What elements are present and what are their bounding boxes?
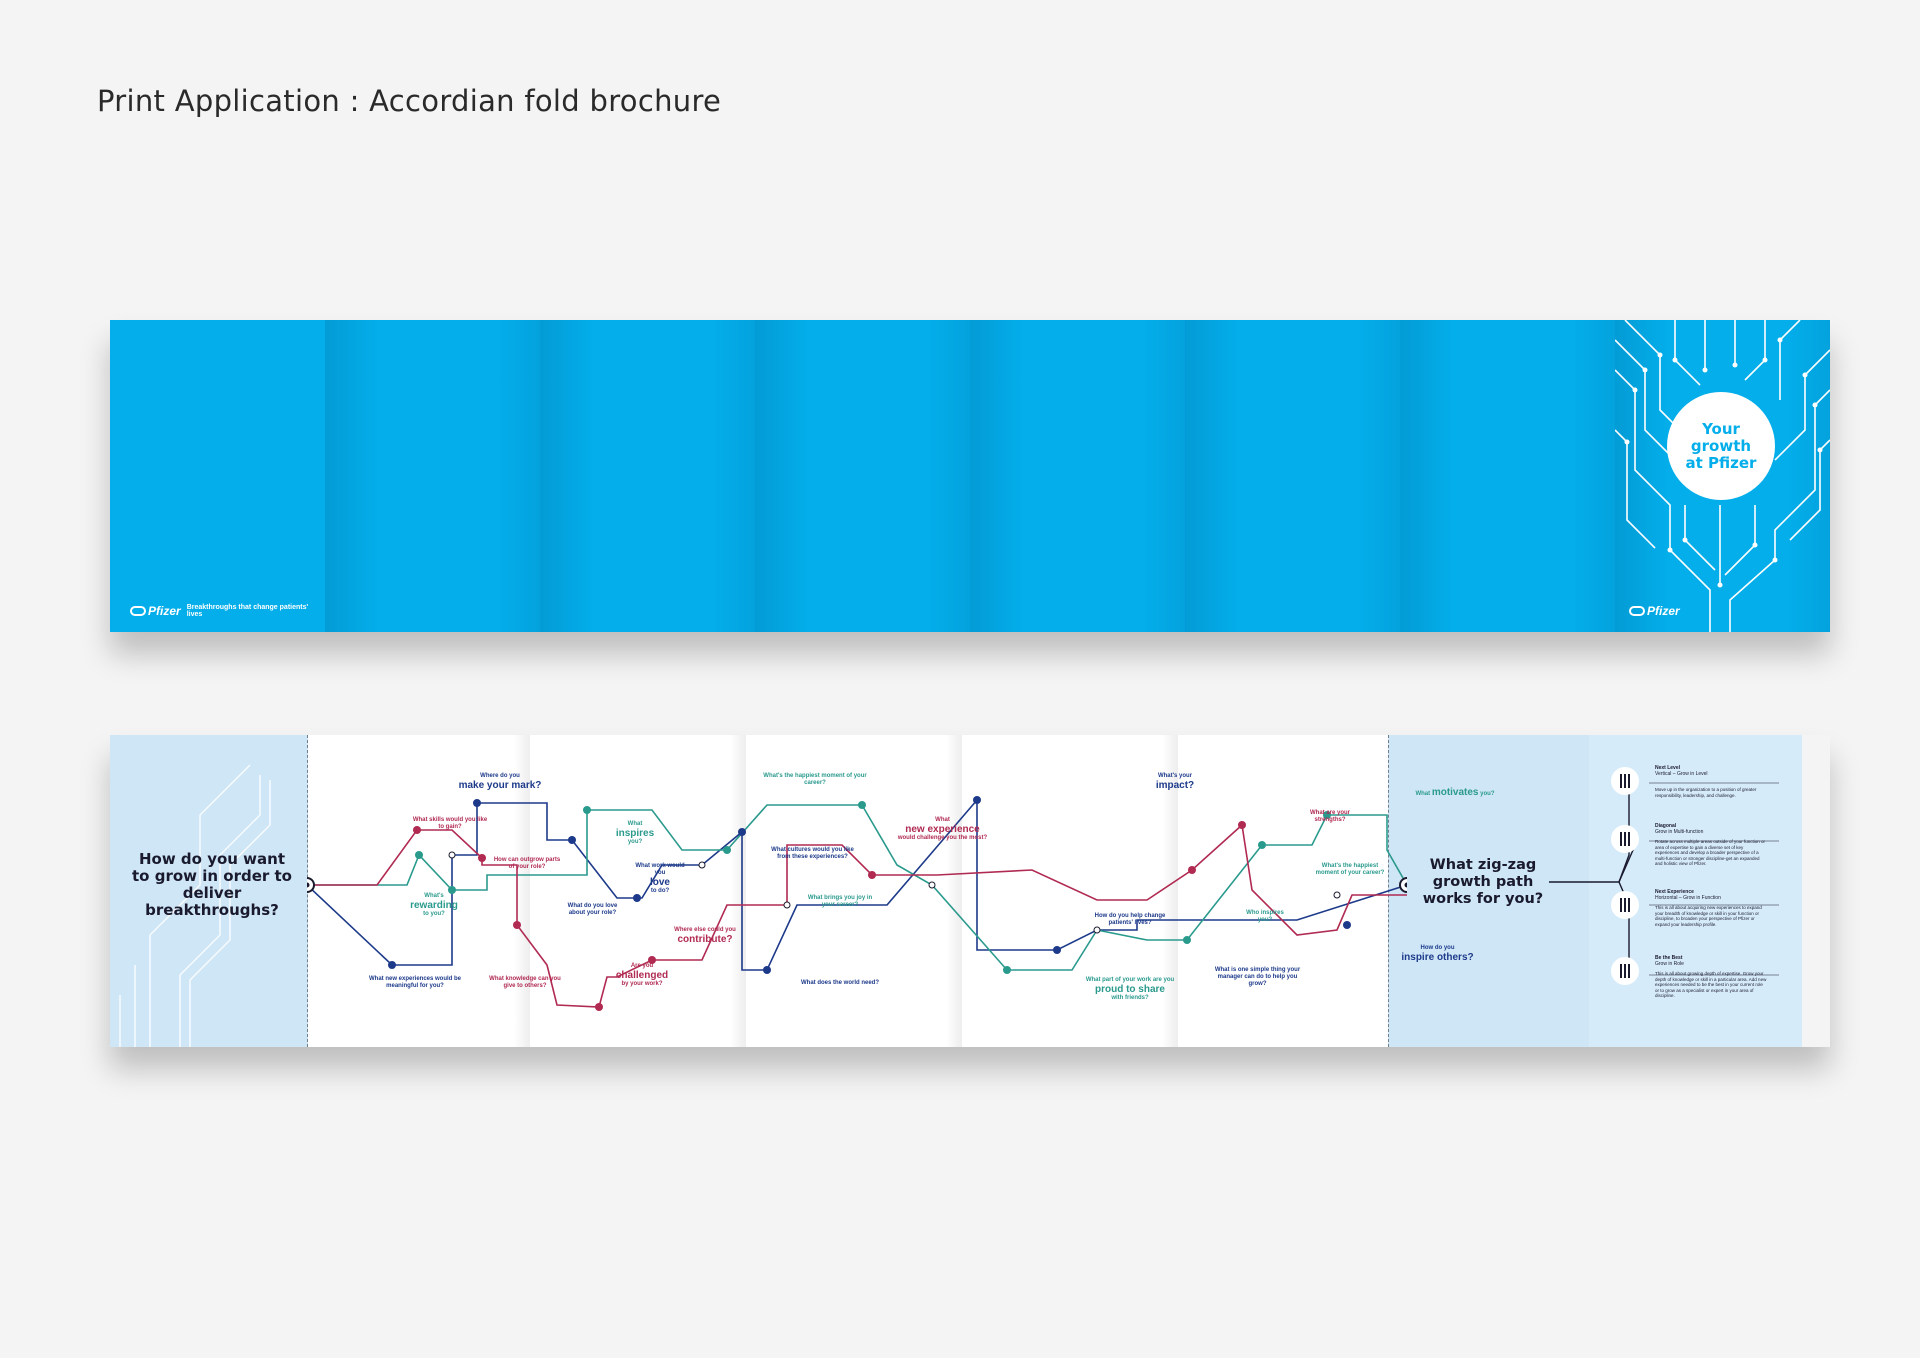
- closing-connector-line: [1549, 881, 1589, 883]
- back-cover-tagline: Pfizer Breakthroughs that change patient…: [130, 604, 325, 618]
- circuit-lines-graphic: [1615, 320, 1830, 632]
- front-cover-panel: Your growth at Pfizer Pfizer: [1615, 320, 1830, 632]
- question-label: What knowledge can you give to others?: [489, 976, 561, 989]
- question-label: Who inspires you?: [1246, 910, 1284, 923]
- pfizer-logo-text: Pfizer: [148, 604, 181, 618]
- cover-title-line-2: growth: [1690, 436, 1752, 455]
- outside-panel-4: [755, 320, 970, 632]
- pfizer-logo-icon: [1629, 606, 1645, 616]
- closing-question: What zig-zag growth path works for you?: [1422, 857, 1544, 907]
- question-label: What's the happiest moment of your caree…: [763, 773, 867, 786]
- outside-panel-2: [325, 320, 540, 632]
- question-label: What new experiences would be meaningful…: [368, 976, 462, 989]
- map-stations: [307, 796, 1407, 1011]
- growth-map-panels: [308, 735, 1388, 1047]
- pfizer-logo: Pfizer: [130, 604, 181, 618]
- inside-intro-panel: How do you want to grow in order to deli…: [110, 735, 308, 1047]
- option-body: Rotate across multiple areas outside of …: [1655, 839, 1766, 866]
- question-label: How can outgrow parts of your role?: [493, 857, 561, 870]
- cover-title-circle: Your growth at Pfizer: [1667, 392, 1775, 500]
- question-label: What does the world need?: [800, 980, 879, 986]
- sliders-icon: [1611, 891, 1639, 919]
- outside-panel-7: [1400, 320, 1615, 632]
- option-body: This is all about growing depth of exper…: [1655, 971, 1767, 998]
- cover-pfizer-logo: Pfizer: [1629, 604, 1680, 618]
- pfizer-logo-icon: [130, 606, 146, 616]
- intro-circuit-graphic: [119, 764, 271, 1047]
- question-label: What are your strengths?: [1309, 810, 1350, 823]
- growth-path-map: [307, 796, 1407, 1011]
- brochure-inside: How do you want to grow in order to deli…: [110, 735, 1830, 1047]
- outside-panel-5: [970, 320, 1185, 632]
- options-tree-lines: [1589, 782, 1779, 976]
- fold-shadow: [946, 735, 962, 1047]
- outside-panel-6: [1185, 320, 1400, 632]
- inside-closing-panel: What zig-zag growth path works for you?: [1388, 735, 1589, 1047]
- page-title: Print Application : Accordian fold broch…: [97, 84, 722, 118]
- brochure-outside: Pfizer Breakthroughs that change patient…: [110, 320, 1830, 632]
- question-label: What do you love about your role?: [567, 903, 618, 916]
- cover-title-line-1: Your: [1702, 419, 1740, 438]
- intro-question: How do you want to grow in order to deli…: [132, 850, 292, 919]
- cover-title: Your growth at Pfizer: [1685, 419, 1757, 472]
- option-body: This is all about acquiring new experien…: [1655, 905, 1762, 927]
- question-label: What skills would you like to gain?: [412, 817, 488, 830]
- cover-logo-text: Pfizer: [1647, 604, 1680, 618]
- tagline-text: Breakthroughs that change patients' live…: [186, 604, 309, 618]
- sliders-icon: [1611, 957, 1639, 985]
- outside-panel-3: [540, 320, 755, 632]
- question-label: How do you help change patients' lives?: [1094, 913, 1166, 926]
- question-label: What is one simple thing your manager ca…: [1214, 967, 1301, 987]
- fold-shadow: [514, 735, 530, 1047]
- fold-shadow: [1162, 735, 1178, 1047]
- question-label: What motivates you?: [1415, 787, 1495, 798]
- outside-panel-1: Pfizer Breakthroughs that change patient…: [110, 320, 325, 632]
- question-label: What brings you joy in your career?: [807, 895, 873, 908]
- sliders-icon: [1611, 767, 1639, 795]
- cover-title-line-3: at Pfizer: [1685, 453, 1757, 472]
- question-label: What cultures would you like from these …: [771, 847, 854, 860]
- question-label: What's the happiest moment of your caree…: [1315, 863, 1385, 876]
- sliders-icon: [1611, 825, 1639, 853]
- option-body: Move up in the organization to a positio…: [1655, 787, 1757, 798]
